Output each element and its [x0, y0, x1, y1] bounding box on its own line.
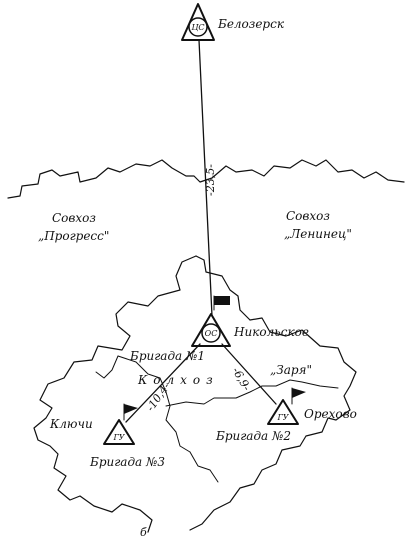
- station-code: ГУ: [112, 433, 125, 442]
- distance-nikolskoe-orekhovo: -6,9-: [229, 365, 253, 393]
- station-circle-icon: [188, 17, 208, 37]
- flag-icon: [124, 404, 138, 414]
- station-code: ОС: [205, 329, 218, 338]
- station-nikolskoe[interactable]: ОС: [191, 313, 231, 347]
- label-belozersk: Белозерск: [217, 17, 285, 31]
- line-belozersk-nikolskoe: [198, 39, 213, 317]
- kolkhoz-boundary: [33, 255, 197, 533]
- kolkhoz-boundary-right: [189, 317, 357, 531]
- distance-belozersk-nikolskoe: -23,5-: [204, 164, 217, 196]
- brigade-division-1: [117, 355, 191, 453]
- line-nikolskoe-orekhovo: [221, 343, 277, 405]
- station-code: ЦС: [191, 23, 204, 32]
- brigade-division-4: [95, 355, 119, 379]
- kolkhoz-boundary-top: [195, 255, 251, 321]
- station-klyuchi[interactable]: ГУ: [103, 419, 135, 445]
- region-progress-line1: Совхоз: [52, 211, 96, 225]
- station-triangle-icon: [267, 399, 299, 425]
- figure-mark: б: [140, 526, 147, 539]
- line-nikolskoe-klyuchi: [125, 343, 201, 423]
- label-brigade1: Бригада №1: [129, 349, 205, 363]
- region-leninets-line1: Совхоз: [286, 209, 330, 223]
- station-code: ГУ: [276, 413, 289, 422]
- brigade-division-3: [189, 451, 219, 483]
- station-circle-icon: [201, 323, 221, 343]
- label-nikolskoe: Никольское: [233, 325, 309, 339]
- label-brigade3: Бригада №3: [89, 455, 165, 469]
- station-triangle-icon: [103, 419, 135, 445]
- label-orekhovo: Орехово: [304, 407, 357, 421]
- label-zarya: „Заря": [270, 363, 312, 377]
- region-leninets-line2: „Ленинец": [284, 227, 352, 241]
- station-belozersk[interactable]: ЦС: [181, 3, 215, 41]
- flag-icon: [214, 296, 230, 305]
- flag-icon: [292, 388, 306, 398]
- region-progress-line2: „Прогресс": [38, 229, 109, 243]
- label-kolkhoz: Колхоз: [137, 373, 219, 387]
- station-triangle-icon: [191, 313, 231, 347]
- region-boundary-line: [7, 159, 405, 199]
- brigade-division-2: [165, 379, 339, 407]
- label-klyuchi: Ключи: [49, 417, 93, 431]
- station-orekhovo[interactable]: ГУ: [267, 399, 299, 425]
- label-brigade2: Бригада №2: [215, 429, 291, 443]
